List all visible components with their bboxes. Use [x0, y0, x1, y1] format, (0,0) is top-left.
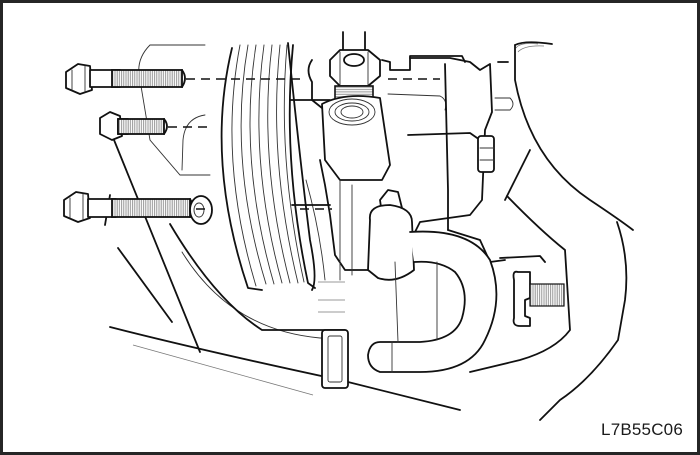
- power-steering-pump-illustration: [63, 31, 634, 421]
- return-hose: [367, 189, 498, 373]
- lower-mounting-bolt: [63, 191, 332, 225]
- drive-pulley: [220, 42, 331, 291]
- rear-stud: [499, 255, 565, 327]
- middle-mounting-bolt: [99, 111, 212, 141]
- upper-mounting-bolt: [65, 63, 440, 95]
- figure-reference-code: L7B55C06: [601, 420, 683, 439]
- pump-body: [307, 55, 506, 281]
- housing-contours: [469, 41, 634, 421]
- pressure-hose-fitting: [329, 31, 381, 101]
- engine-bracket: [104, 44, 461, 411]
- hose-clip: [318, 281, 349, 389]
